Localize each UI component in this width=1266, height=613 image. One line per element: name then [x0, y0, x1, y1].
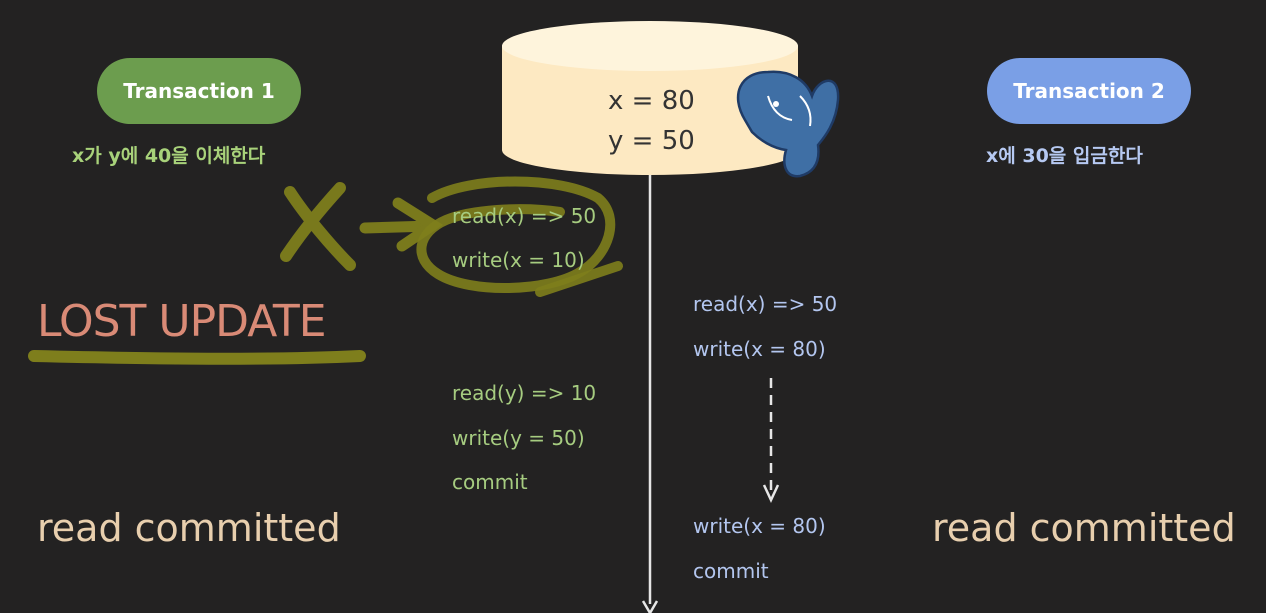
t2-op-write-x-final: write(x = 80)	[693, 514, 826, 538]
lost-update-title: LOST UPDATE	[37, 296, 327, 347]
db-value-y: y = 50	[608, 126, 695, 156]
t1-op-write-y: write(y = 50)	[452, 426, 585, 450]
isolation-level-right: read committed	[932, 506, 1236, 550]
wait-arrowhead	[762, 484, 780, 503]
highlighter-circle	[416, 176, 616, 294]
transaction-2-description: x에 30을 입금한다	[986, 145, 1143, 167]
transaction-1-label: Transaction 1	[97, 58, 301, 124]
t1-op-write-x: write(x = 10)	[452, 248, 585, 272]
db-value-x: x = 80	[608, 86, 695, 116]
t1-op-read-y: read(y) => 10	[452, 381, 597, 405]
postgresql-elephant-icon	[736, 70, 840, 178]
t2-op-read-x: read(x) => 50	[693, 292, 838, 316]
t1-op-read-x: read(x) => 50	[452, 204, 597, 228]
t1-op-commit: commit	[452, 470, 528, 494]
timeline-arrowhead	[641, 600, 659, 613]
cross-out-mark	[280, 182, 356, 271]
t2-op-commit: commit	[693, 559, 769, 583]
transaction-2-label: Transaction 2	[987, 58, 1191, 124]
lost-update-underline	[28, 350, 366, 365]
isolation-level-left: read committed	[37, 506, 341, 550]
t2-op-write-x: write(x = 80)	[693, 337, 826, 361]
transaction-1-description: x가 y에 40을 이체한다	[72, 145, 266, 167]
database-cylinder	[502, 21, 798, 175]
